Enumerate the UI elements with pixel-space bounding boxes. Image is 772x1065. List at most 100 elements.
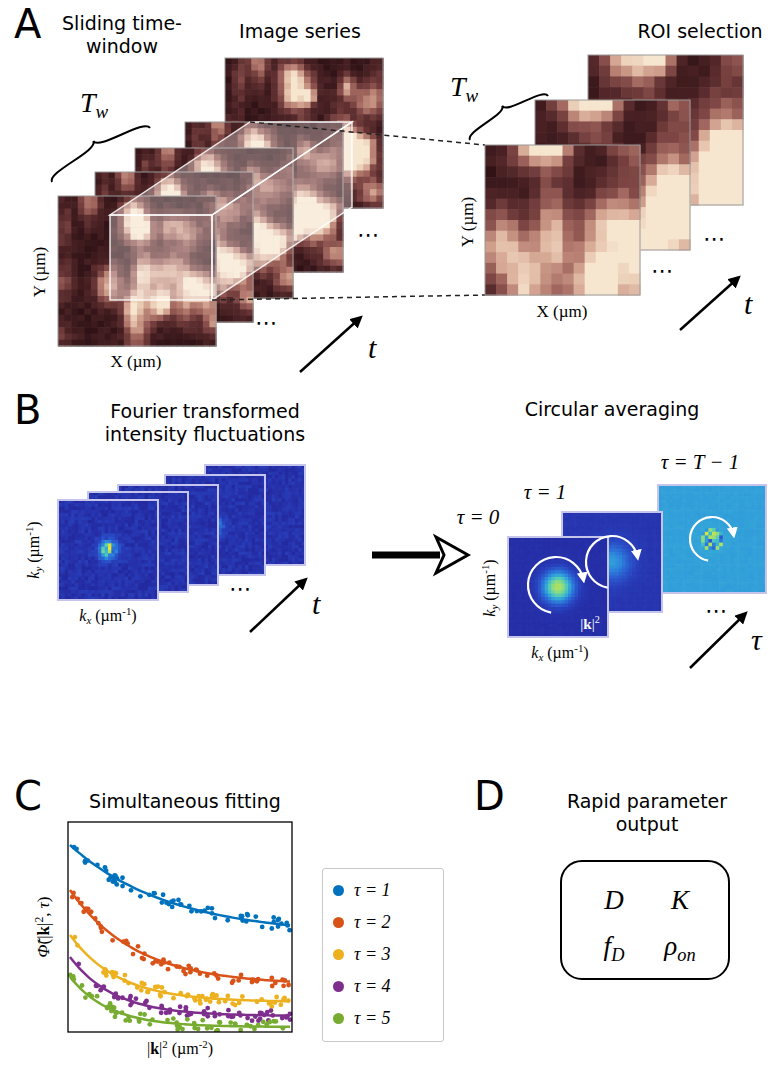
text-part: y [488, 605, 500, 610]
fit-curve [70, 845, 290, 925]
panel-heading: Image series [239, 20, 361, 43]
fourier-stack [58, 465, 306, 601]
text-part: k [583, 616, 591, 632]
legend-text: τ = 1 [354, 880, 391, 901]
fit-curve [70, 957, 290, 1016]
parameter-symbol: ρon [664, 930, 695, 966]
legend-entry: τ = 4 [333, 973, 391, 999]
text-part: x [86, 614, 91, 626]
text-part: (µm [91, 607, 122, 624]
text-part: 2 [33, 917, 46, 923]
data-points [72, 935, 290, 1009]
parameter-box: Rapid parameter outputDKfDρon [560, 860, 730, 980]
lag-label: τ = T − 1 [661, 450, 740, 475]
text-part: -1 [574, 642, 583, 654]
axis-label: ky (µm-1) [23, 521, 45, 578]
text-part: ρ [664, 931, 677, 961]
roi-frame [485, 145, 641, 296]
panel-letter: B [14, 386, 41, 434]
panel-heading: Simultaneous fitting [89, 790, 281, 813]
text-part: D [611, 945, 624, 965]
roi-frame [535, 100, 691, 251]
curly-brace [44, 114, 150, 182]
text-part: 2 [162, 1038, 167, 1050]
roi-frame [588, 55, 744, 206]
text-part: (| [34, 935, 53, 944]
panel-heading: Fourier transformed intensity fluctuatio… [75, 400, 335, 446]
text-part: on [677, 945, 695, 965]
data-points [70, 891, 291, 989]
panel-letter: D [474, 772, 505, 820]
parameter-symbol: K [671, 884, 689, 916]
axis-label: Φ̃(|k|2, τ) [33, 897, 55, 958]
legend-swatch [333, 981, 344, 992]
text-part: | [592, 616, 595, 632]
legend-entry: τ = 2 [333, 909, 391, 935]
circular-arrow [586, 536, 638, 588]
panel-letter: C [14, 772, 42, 820]
panel-heading: Rapid parameter output [547, 790, 747, 836]
ellipsis: ⋯ [229, 576, 251, 602]
panel-letter: A [14, 0, 41, 48]
averaged-stack [508, 485, 767, 638]
parameter-symbol: D [604, 884, 624, 916]
fourier-frame [205, 465, 306, 566]
axis-label: X (µm) [111, 352, 162, 372]
legend-text: τ = 2 [354, 912, 391, 933]
averaged-frame [562, 512, 663, 613]
text-part: ) [25, 521, 42, 526]
roi-stack [485, 55, 744, 296]
legend-entry: τ = 1 [333, 877, 391, 903]
lag-label: τ = 0 [457, 505, 500, 530]
text-part: ) [208, 1040, 213, 1057]
text-part: T [450, 71, 466, 102]
fit-plot [68, 822, 292, 1034]
fourier-frame [58, 500, 159, 601]
text-part: ) [583, 644, 588, 661]
text-part: (µm [25, 536, 42, 567]
text-part: T [80, 87, 96, 118]
averaged-frame [508, 537, 609, 638]
text-part: | [580, 616, 583, 632]
curly-brace [463, 84, 548, 140]
text-part: (µm [168, 1040, 199, 1057]
text-part: ) [131, 607, 136, 624]
lag-symbol: τ [751, 622, 762, 658]
text-part: -1 [23, 527, 35, 536]
text-part: k [34, 926, 53, 935]
legend-box: τ = 1τ = 2τ = 3τ = 4τ = 5 [322, 868, 444, 1042]
text-part: w [466, 85, 479, 106]
fourier-frame [88, 492, 189, 593]
legend-swatch [333, 1013, 344, 1024]
process-arrow [372, 537, 468, 573]
time-symbol: t [312, 586, 320, 622]
window-symbol: Tw [450, 70, 478, 108]
text-part: 2 [595, 614, 600, 625]
panel-heading: ROI selection [637, 20, 762, 43]
text-part: x [538, 651, 543, 663]
time-arrow [250, 580, 305, 632]
time-symbol: t [368, 330, 376, 366]
parameter-symbol: fD [604, 930, 625, 966]
legend-swatch [333, 917, 344, 928]
text-part: y [32, 567, 44, 572]
text-part: (µm [543, 644, 574, 661]
microscopy-frame [58, 196, 217, 347]
window-symbol: Tw [80, 86, 108, 124]
ellipsis: ⋯ [255, 310, 277, 336]
ellipsis: ⋯ [703, 226, 725, 252]
axis-label: kx (µm-1) [531, 642, 588, 664]
fourier-frame [165, 475, 266, 576]
lag-label: τ = 1 [524, 480, 567, 505]
fit-curve [70, 977, 290, 1027]
ellipsis: ⋯ [651, 258, 673, 284]
text-part: w [96, 101, 109, 122]
circular-arrow [690, 517, 734, 561]
text-part: k [531, 644, 538, 661]
data-points [72, 845, 292, 933]
text-part: -1 [479, 565, 491, 574]
legend-text: τ = 5 [354, 1008, 391, 1029]
text-part: -1 [122, 605, 131, 617]
dashed-projection-line [212, 295, 485, 300]
time-symbol: t [744, 286, 752, 322]
